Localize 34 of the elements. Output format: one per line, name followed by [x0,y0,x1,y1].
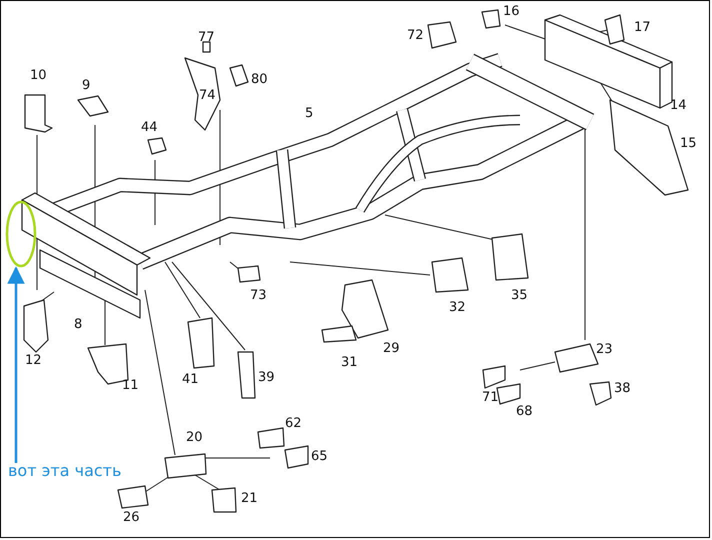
callout-number: 21 [241,491,258,506]
callout-number: 10 [30,68,47,83]
callout-number: 17 [634,20,651,35]
callout-number: 20 [186,430,203,445]
annotation-arrow [7,266,25,463]
callout-number: 15 [680,136,697,151]
callout-number: 65 [311,449,328,464]
callout-number: 32 [449,300,466,315]
callout-number: 16 [503,4,520,19]
callout-number: 80 [251,72,268,87]
callout-number: 39 [258,370,275,385]
callout-number: 14 [670,98,687,113]
callout-number: 26 [123,510,140,525]
callout-number: 68 [516,404,533,419]
callout-number: 29 [383,341,400,356]
callout-number: 23 [596,342,613,357]
callout-number: 35 [511,288,528,303]
callout-number: 5 [305,106,314,121]
callout-number: 73 [250,288,267,303]
callout-number: 72 [407,28,424,43]
callout-number: 12 [25,353,42,368]
callout-number: 74 [199,88,216,103]
callout-number: 62 [285,416,302,431]
annotation-text: вот эта часть [8,461,122,481]
highlight-ellipse [6,200,36,268]
callout-number: 44 [141,120,158,135]
callout-number: 77 [198,30,215,45]
callout-number: 31 [341,355,358,370]
callout-number: 11 [122,378,139,393]
callout-number: 9 [82,78,90,93]
callout-number: 41 [182,372,199,387]
callout-number: 71 [482,390,499,405]
callout-number: 38 [614,381,631,396]
callout-number: 8 [74,317,82,332]
